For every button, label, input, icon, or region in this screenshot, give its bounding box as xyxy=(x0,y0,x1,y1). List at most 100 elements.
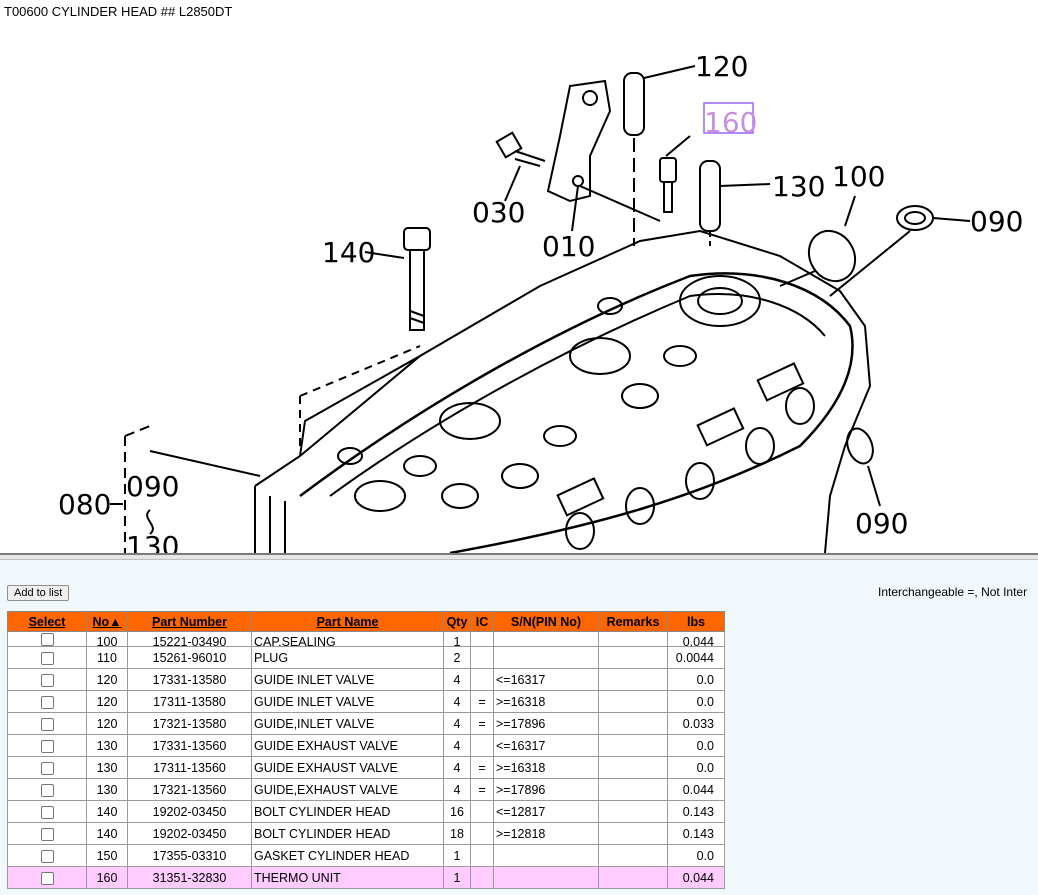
cell-part-name: GUIDE,INLET VALVE xyxy=(251,712,444,735)
column-header-lbs: lbs xyxy=(667,611,725,632)
parts-table: Select No▲ Part Number Part Name Qty IC … xyxy=(7,611,725,889)
cell-qty: 1 xyxy=(443,631,471,647)
row-select-checkbox[interactable] xyxy=(40,761,54,775)
cell-ic: = xyxy=(470,690,494,713)
row-select-checkbox[interactable] xyxy=(40,673,54,687)
row-select-checkbox[interactable] xyxy=(40,651,54,665)
row-select-checkbox[interactable] xyxy=(40,871,54,885)
row-select-checkbox[interactable] xyxy=(40,783,54,797)
cell-sn: >=17896 xyxy=(493,712,599,735)
cell-sn xyxy=(493,631,599,647)
cell-ic xyxy=(470,800,494,823)
cell-ic xyxy=(470,822,494,845)
cell-qty: 4 xyxy=(443,712,471,735)
cell-part-name: GUIDE EXHAUST VALVE xyxy=(251,734,444,757)
cell-part-name: GUIDE INLET VALVE xyxy=(251,690,444,713)
cell-part-number: 17311-13560 xyxy=(127,756,252,779)
row-select-checkbox[interactable] xyxy=(40,739,54,753)
cell-qty: 1 xyxy=(443,866,471,889)
cell-qty: 1 xyxy=(443,844,471,867)
row-select-checkbox[interactable] xyxy=(40,633,54,646)
cell-lbs: 0.044 xyxy=(667,778,725,801)
cell-no: 130 xyxy=(86,756,128,779)
cell-part-name: GUIDE INLET VALVE xyxy=(251,668,444,691)
cell-select xyxy=(7,668,87,691)
cell-remarks xyxy=(598,712,668,735)
cell-select xyxy=(7,734,87,757)
cell-part-name: CAP,SEALING xyxy=(251,631,444,647)
cell-part-number: 19202-03450 xyxy=(127,800,252,823)
column-header-sn: S/N(PIN No) xyxy=(493,611,599,632)
cell-remarks xyxy=(598,631,668,647)
callout-090: 090 xyxy=(970,205,1023,238)
splitter-handle[interactable] xyxy=(0,553,1038,560)
cell-part-name: BOLT CYLINDER HEAD xyxy=(251,800,444,823)
cell-ic xyxy=(470,866,494,889)
cell-part-number: 17321-13560 xyxy=(127,778,252,801)
cell-no: 120 xyxy=(86,668,128,691)
cell-qty: 4 xyxy=(443,778,471,801)
cell-qty: 18 xyxy=(443,822,471,845)
column-header-select[interactable]: Select xyxy=(7,611,87,632)
cell-sn: >=17896 xyxy=(493,778,599,801)
cell-remarks xyxy=(598,668,668,691)
column-header-part-number[interactable]: Part Number xyxy=(127,611,252,632)
cell-remarks xyxy=(598,844,668,867)
callout-090-left: 090 xyxy=(126,470,179,503)
cell-no: 130 xyxy=(86,778,128,801)
cell-qty: 16 xyxy=(443,800,471,823)
cell-ic: = xyxy=(470,756,494,779)
cell-part-name: GUIDE,EXHAUST VALVE xyxy=(251,778,444,801)
row-select-checkbox[interactable] xyxy=(40,717,54,731)
cylinder-head-drawing: 120 160 130 100 090 030 010 140 080 090 … xyxy=(58,50,1023,553)
column-header-part-name[interactable]: Part Name xyxy=(251,611,444,632)
column-header-qty: Qty xyxy=(443,611,471,632)
column-header-remarks: Remarks xyxy=(598,611,668,632)
cell-sn: <=12817 xyxy=(493,800,599,823)
cell-part-name: GUIDE EXHAUST VALVE xyxy=(251,756,444,779)
row-select-checkbox[interactable] xyxy=(40,695,54,709)
cell-part-number: 17311-13580 xyxy=(127,690,252,713)
parts-diagram[interactable]: 120 160 130 100 090 030 010 140 080 090 … xyxy=(0,26,1038,553)
column-header-no[interactable]: No▲ xyxy=(86,611,128,632)
cell-sn: >=16318 xyxy=(493,756,599,779)
cell-lbs: 0.0 xyxy=(667,734,725,757)
callout-140: 140 xyxy=(322,236,375,269)
cell-remarks xyxy=(598,866,668,889)
cell-lbs: 0.044 xyxy=(667,866,725,889)
cell-sn xyxy=(493,866,599,889)
callout-160-highlight xyxy=(703,102,754,134)
interchangeable-legend: Interchangeable =, Not Inter xyxy=(878,585,1028,599)
add-to-list-button[interactable]: Add to list xyxy=(7,585,70,601)
cell-ic xyxy=(470,631,494,647)
callout-130-left: 130 xyxy=(126,530,179,553)
callout-080: 080 xyxy=(58,488,111,521)
cell-sn: >=12818 xyxy=(493,822,599,845)
cell-select xyxy=(7,866,87,889)
cell-lbs: 0.0 xyxy=(667,756,725,779)
callout-130: 130 xyxy=(772,170,825,203)
row-select-checkbox[interactable] xyxy=(40,827,54,841)
cell-ic xyxy=(470,668,494,691)
cell-select xyxy=(7,822,87,845)
cell-qty: 4 xyxy=(443,756,471,779)
cell-remarks xyxy=(598,778,668,801)
cell-no: 150 xyxy=(86,844,128,867)
cell-part-name: BOLT CYLINDER HEAD xyxy=(251,822,444,845)
callout-030: 030 xyxy=(472,196,525,229)
row-select-checkbox[interactable] xyxy=(40,805,54,819)
row-select-checkbox[interactable] xyxy=(40,849,54,863)
